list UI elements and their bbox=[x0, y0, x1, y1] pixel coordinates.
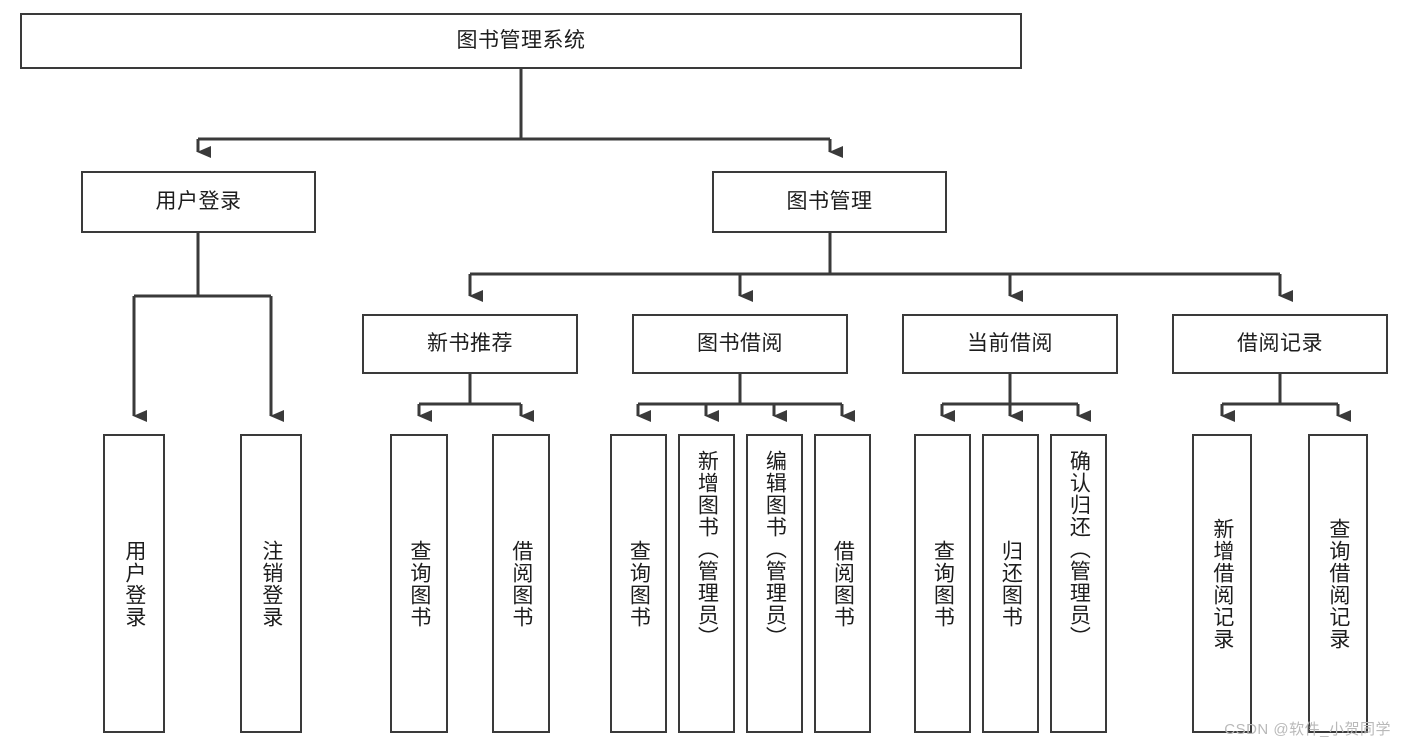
node-borrow-record-label: 借阅记录 bbox=[1237, 332, 1323, 356]
node-leaf-query-borrow-record-label: 查询借阅记录 bbox=[1326, 517, 1350, 650]
node-root[interactable]: 图书管理系统 bbox=[20, 13, 1022, 69]
node-leaf-user-login-label: 用户登录 bbox=[122, 539, 146, 628]
node-leaf-borrow-book-recommend[interactable]: 借阅图书 bbox=[492, 434, 550, 733]
node-borrow-record[interactable]: 借阅记录 bbox=[1172, 314, 1388, 374]
watermark: CSDN @软件_小贺同学 bbox=[1224, 721, 1391, 738]
node-leaf-edit-book-admin-label: 编辑图书（管理员） bbox=[763, 450, 787, 648]
node-leaf-add-book-admin-label: 新增图书（管理员） bbox=[695, 450, 719, 648]
node-leaf-edit-book-admin[interactable]: 编辑图书（管理员） bbox=[746, 434, 803, 733]
node-current-borrow-label: 当前借阅 bbox=[967, 332, 1053, 356]
node-leaf-return-book[interactable]: 归还图书 bbox=[982, 434, 1039, 733]
node-leaf-query-book-borrow-label: 查询图书 bbox=[627, 539, 651, 628]
node-leaf-logout-label: 注销登录 bbox=[259, 539, 283, 628]
node-leaf-borrow-book-recommend-label: 借阅图书 bbox=[509, 539, 533, 628]
node-leaf-return-book-label: 归还图书 bbox=[999, 539, 1023, 628]
node-leaf-add-borrow-record-label: 新增借阅记录 bbox=[1210, 517, 1234, 650]
node-book-borrow-label: 图书借阅 bbox=[697, 332, 783, 356]
node-leaf-query-book-current-label: 查询图书 bbox=[931, 539, 955, 628]
node-root-label: 图书管理系统 bbox=[456, 29, 586, 53]
node-leaf-query-book-recommend[interactable]: 查询图书 bbox=[390, 434, 448, 733]
node-leaf-confirm-return-admin-label: 确认归还（管理员） bbox=[1067, 450, 1091, 648]
node-book-management[interactable]: 图书管理 bbox=[712, 171, 947, 233]
node-leaf-logout[interactable]: 注销登录 bbox=[240, 434, 302, 733]
node-new-book-recommend-label: 新书推荐 bbox=[427, 332, 513, 356]
node-leaf-add-book-admin[interactable]: 新增图书（管理员） bbox=[678, 434, 735, 733]
node-leaf-user-login[interactable]: 用户登录 bbox=[103, 434, 165, 733]
node-leaf-borrow-book-label: 借阅图书 bbox=[831, 539, 855, 628]
node-leaf-confirm-return-admin[interactable]: 确认归还（管理员） bbox=[1050, 434, 1107, 733]
node-leaf-query-borrow-record[interactable]: 查询借阅记录 bbox=[1308, 434, 1368, 733]
node-book-borrow[interactable]: 图书借阅 bbox=[632, 314, 848, 374]
node-book-management-label: 图书管理 bbox=[786, 190, 873, 214]
node-leaf-borrow-book[interactable]: 借阅图书 bbox=[814, 434, 871, 733]
node-new-book-recommend[interactable]: 新书推荐 bbox=[362, 314, 578, 374]
node-leaf-query-book-borrow[interactable]: 查询图书 bbox=[610, 434, 667, 733]
node-leaf-add-borrow-record[interactable]: 新增借阅记录 bbox=[1192, 434, 1252, 733]
node-user-login-label: 用户登录 bbox=[155, 190, 242, 214]
node-leaf-query-book-recommend-label: 查询图书 bbox=[407, 539, 431, 628]
node-current-borrow[interactable]: 当前借阅 bbox=[902, 314, 1118, 374]
node-user-login[interactable]: 用户登录 bbox=[81, 171, 316, 233]
node-leaf-query-book-current[interactable]: 查询图书 bbox=[914, 434, 971, 733]
